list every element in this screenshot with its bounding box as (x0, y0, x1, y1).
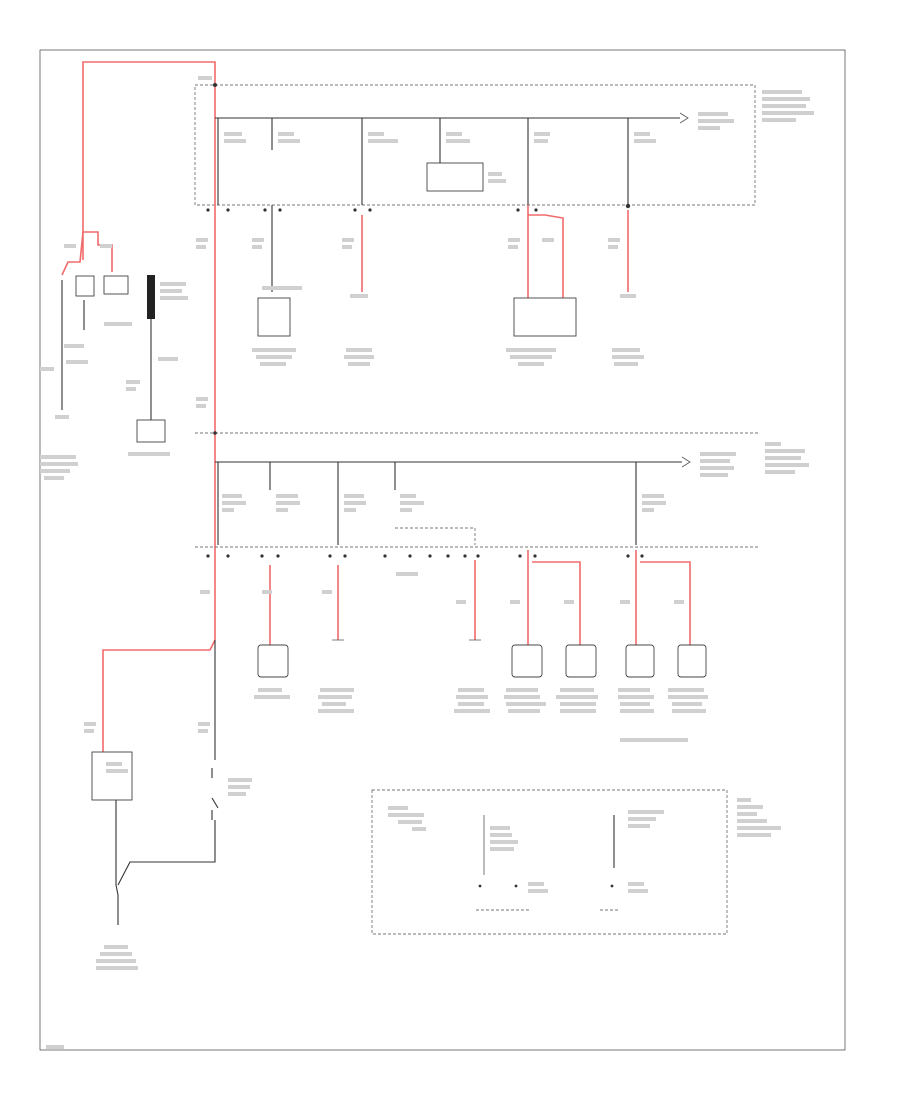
lower-load-labels (200, 572, 708, 742)
battery-ground (61, 280, 85, 410)
starter-solenoid (103, 275, 129, 295)
generator (136, 419, 166, 443)
battery (75, 275, 95, 297)
upper-bus-arrow (679, 112, 689, 124)
lower-fuse-labels (222, 494, 666, 512)
battery-wire (61, 231, 113, 276)
lower-bus-arrow (681, 456, 691, 468)
upper-fuse-labels (224, 132, 656, 183)
feed-junction (213, 83, 217, 87)
battery-labels (40, 76, 212, 480)
legend-contents (388, 798, 781, 911)
upper-fuses (217, 118, 629, 205)
lower-connector-row (206, 554, 644, 558)
ignition-labels (84, 722, 252, 970)
upper-load-1 (257, 297, 291, 337)
diagram-border (39, 49, 846, 1051)
ground-path (115, 800, 216, 925)
clutch-switch (91, 751, 133, 801)
ignition-switch (211, 768, 219, 820)
battery-feed-wire (82, 61, 216, 640)
lower-loads (257, 639, 707, 678)
footer-code-mark (46, 1045, 64, 1049)
ignition-wire (102, 639, 216, 760)
wire-upper-3 (527, 205, 564, 298)
upper-fuse-block-label (762, 90, 814, 122)
wire-lower-4 (527, 550, 581, 645)
upper-fuse-block (194, 84, 756, 206)
legend-box (371, 789, 728, 935)
fusible-link (147, 275, 155, 319)
upper-load-labels (252, 238, 644, 366)
lower-feed-junction (213, 431, 217, 435)
wire-lower-5 (635, 550, 691, 645)
upper-connector-row (206, 203, 631, 212)
upper-bus-arrow-label (698, 112, 734, 130)
lower-bus-labels (700, 442, 809, 477)
lower-fuses (217, 462, 637, 545)
upper-load-3 (513, 297, 577, 337)
